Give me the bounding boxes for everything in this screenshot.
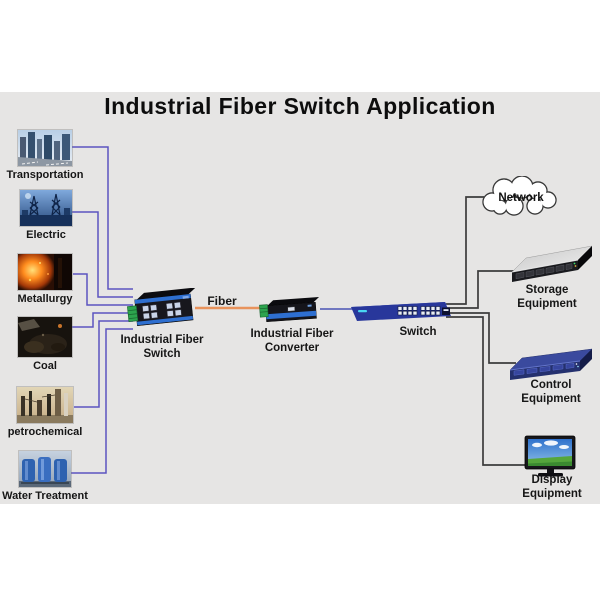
industry-water-treatment: Water Treatment (0, 451, 95, 503)
industrial-fiber-converter-device (259, 297, 320, 322)
industry-metallurgy: Metallurgy (0, 254, 95, 306)
page-title: Industrial Fiber Switch Application (104, 93, 496, 119)
storage-equipment-device (511, 245, 593, 282)
industry-coal: Coal (0, 317, 95, 373)
control-equipment-label: Control Equipment (521, 379, 581, 405)
display-equipment-label: Display Equipment (522, 474, 582, 500)
petrochemical-image (17, 387, 73, 423)
coal-image (18, 317, 72, 357)
network-cloud: Network (482, 176, 557, 216)
control-equipment-device (509, 348, 593, 380)
storage-equipment-label: Storage Equipment (517, 284, 577, 310)
industry-label: Coal (33, 360, 57, 372)
display-equipment-device (524, 435, 576, 477)
industry-electric: Electric (0, 190, 96, 242)
fiber-switch-label: Industrial Fiber Switch (120, 334, 204, 360)
industrial-fiber-switch-device (127, 288, 196, 327)
industry-label: Transportation (6, 169, 84, 181)
industry-label: petrochemical (7, 426, 83, 438)
water-treatment-image (19, 451, 71, 487)
fiber-link-label: Fiber (207, 294, 237, 308)
industry-transportation: Transportation (0, 130, 95, 182)
transportation-image (18, 130, 72, 166)
industry-label: Water Treatment (2, 490, 88, 502)
industry-label: Metallurgy (17, 293, 73, 305)
fiber-converter-label: Industrial Fiber Converter (250, 328, 334, 354)
electric-image (20, 190, 72, 226)
industry-label: Electric (26, 229, 66, 241)
switch-device (351, 302, 451, 321)
industry-petrochemical: petrochemical (0, 387, 95, 439)
switch-label: Switch (399, 326, 437, 338)
metallurgy-image (18, 254, 72, 290)
network-label: Network (498, 192, 544, 204)
